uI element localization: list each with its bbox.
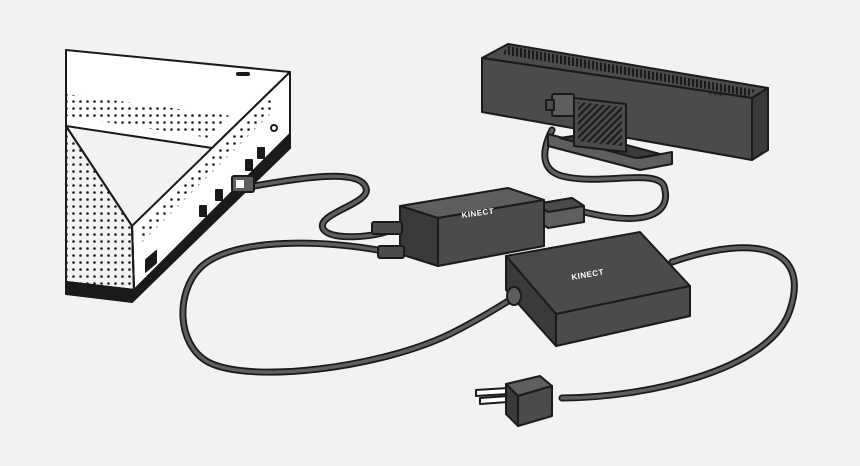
cables <box>179 126 798 402</box>
kinect-adapter: KINECT <box>371 187 585 267</box>
sensor-grille <box>502 46 756 96</box>
sensor-connector <box>551 93 575 117</box>
wall-plug <box>475 375 553 427</box>
xbox-console <box>65 49 291 303</box>
usb-plug <box>231 175 255 193</box>
power-link-cable <box>179 239 518 376</box>
hdmi-port <box>145 249 157 273</box>
usb-port <box>199 205 207 217</box>
plug-prong <box>475 387 509 397</box>
kinect-sensor: ⊕⊕⊕ <box>481 43 769 171</box>
kinect-power-supply: KINECT <box>505 231 691 347</box>
power-supply-port <box>506 286 522 306</box>
console-side <box>65 125 135 291</box>
power-button <box>270 124 278 132</box>
sensor-logo: ⊕⊕⊕ <box>708 90 724 98</box>
